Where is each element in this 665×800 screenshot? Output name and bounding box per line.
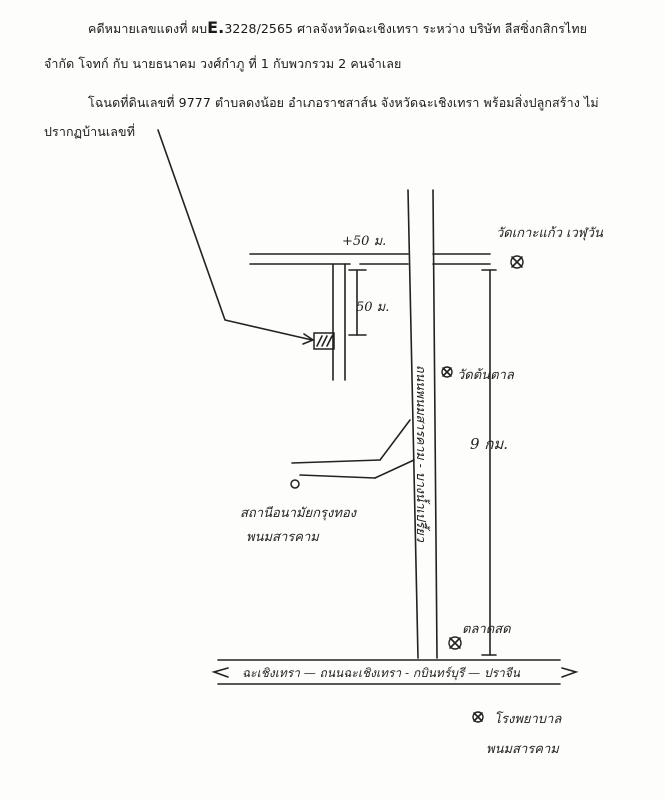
hospital-marker (472, 711, 484, 723)
main-road-left-edge (407, 189, 419, 659)
pointer-arrowhead (302, 333, 315, 345)
temple-mid-label: วัดต้นตาล (457, 368, 514, 383)
branch-road-end-marker (290, 479, 300, 489)
branch-road-upper (291, 459, 381, 464)
case-header-line-1: คดีหมายเลขแดงที่ ผบE.3228/2565 ศาลจังหวั… (88, 18, 587, 39)
case-header-prefix: คดีหมายเลขแดงที่ ผบ (88, 21, 208, 36)
case-header-line-4: ปรากฏบ้านเลขที่ (44, 124, 136, 139)
main-distance-label: 9 กม. (470, 435, 509, 453)
case-header-line-2: จำกัด โจทก์ กับ นายธนาคม วงศ์กำภู ที่ 1 … (44, 56, 402, 71)
case-header-line-3: โฉนดที่ดินเลขที่ 9777 ตำบลดงน้อย อำเภอรา… (88, 95, 599, 110)
main-road-right-edge (432, 189, 438, 659)
pointer-line (157, 129, 313, 341)
main-road-label: ถนนพนมสารคาม - บางน้ำเปรี้ยว (414, 365, 429, 542)
market-marker (448, 636, 462, 650)
bottom-road-right-arrow (561, 667, 579, 678)
branch-road-lower-slant (374, 459, 415, 479)
temple-mid-marker (441, 366, 453, 378)
temple-top-label: วัดเกาะแก้ว เวฬุวัน (496, 226, 603, 241)
side-distance-label: 50 ม. (356, 300, 390, 315)
top-distance-label: +50 ม. (342, 234, 387, 249)
bottom-road-left-arrow (211, 667, 229, 678)
parcel-hatch-1 (316, 335, 323, 347)
market-label: ตลาดสด (462, 622, 511, 637)
parcel-hatch-2 (321, 335, 328, 347)
hospital-label-2: พนมสารคาม (486, 742, 559, 757)
bottom-road-label: ฉะเชิงเทรา — ถนนฉะเชิงเทรา - กบินทร์บุรี… (242, 666, 520, 680)
branch-road-upper-slant (379, 419, 411, 461)
hospital-label-1: โรงพยาบาล (494, 712, 562, 727)
branch-label-1: สถานีอนามัยกรุงทอง (240, 506, 357, 521)
parcel-hatch-3 (326, 335, 333, 347)
branch-label-2: พนมสารคาม (246, 530, 319, 545)
temple-top-marker (510, 255, 524, 269)
case-header-e: E. (207, 18, 225, 37)
branch-road-lower (299, 474, 376, 479)
land-parcel (313, 332, 335, 350)
case-header-rest: 3228/2565 ศาลจังหวัดฉะเชิงเทรา ระหว่าง บ… (224, 21, 588, 36)
